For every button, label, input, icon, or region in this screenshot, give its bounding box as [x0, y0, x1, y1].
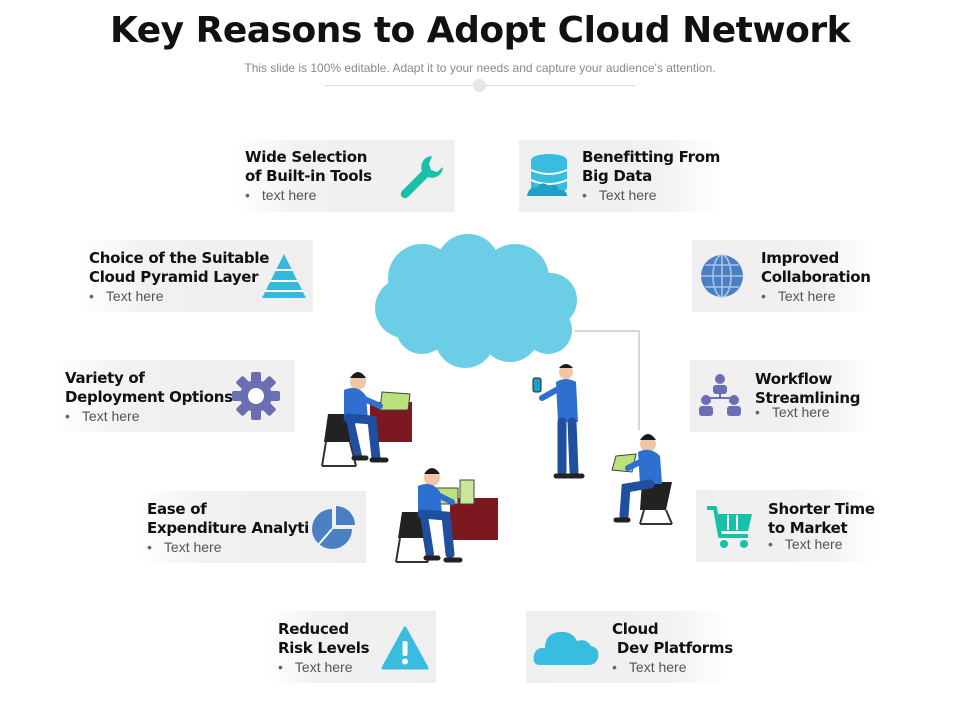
cloud-icon	[533, 631, 599, 665]
card-heading: Wide Selection of Built-in Tools	[245, 148, 372, 185]
card-heading: Benefitting From Big Data	[582, 148, 721, 185]
card-deployment-options: Variety of Deployment Options Text here	[56, 360, 295, 432]
card-heading: Variety of Deployment Options	[65, 369, 233, 406]
card-workflow: Workflow Streamlining Text here	[690, 360, 875, 432]
card-bullet-text: Text here	[755, 404, 830, 420]
card-heading: Cloud Dev Platforms	[612, 620, 733, 657]
person-standing	[532, 364, 585, 479]
card-dev-platforms: Cloud Dev Platforms Text here	[526, 611, 733, 683]
card-bullet-text: Text here	[761, 288, 836, 304]
wrench-icon	[400, 156, 443, 199]
card-heading: Improved Collaboration	[761, 249, 871, 286]
card-expenditure-analytics: Ease of Expenditure Analyti Text here	[138, 491, 366, 563]
card-heading: Ease of Expenditure Analyti	[147, 500, 309, 537]
team-icon	[699, 374, 741, 416]
card-built-in-tools: Wide Selection of Built-in Tools text he…	[236, 140, 455, 212]
card-bullet-text: Text here	[147, 539, 222, 555]
card-heading: Choice of the Suitable Cloud Pyramid Lay…	[89, 249, 270, 286]
globe-icon	[701, 254, 743, 298]
database-icon	[527, 154, 568, 196]
slide-title: Key Reasons to Adopt Cloud Network	[109, 10, 851, 51]
card-heading: Workflow Streamlining	[755, 370, 861, 407]
card-big-data: Benefitting From Big Data Text here	[519, 140, 721, 212]
person-desk-center	[395, 468, 498, 563]
card-pyramid-layer: Choice of the Suitable Cloud Pyramid Lay…	[80, 240, 313, 312]
cart-icon	[707, 506, 752, 548]
central-cloud-illustration	[321, 234, 673, 563]
pie-chart-icon	[312, 506, 355, 549]
slide-subtitle: This slide is 100% editable. Adapt it to…	[244, 61, 716, 75]
card-time-to-market: Shorter Time to Market Text here	[696, 490, 876, 562]
pyramid-icon	[262, 254, 306, 298]
card-bullet-text: Text here	[65, 408, 140, 424]
card-heading: Shorter Time to Market	[768, 500, 875, 537]
big-cloud	[375, 234, 577, 368]
person-desk-left	[321, 372, 412, 467]
card-heading: Reduced Risk Levels	[278, 620, 370, 657]
card-bullet-text: Text here	[612, 659, 687, 675]
gear-icon	[232, 372, 280, 420]
person-seated-tablet	[611, 434, 673, 525]
cloud-connector-line	[575, 330, 640, 430]
card-bullet-text: Text here	[89, 288, 164, 304]
card-bullet-text: Text here	[582, 187, 657, 203]
divider-dot	[473, 79, 486, 92]
card-risk-levels: Reduced Risk Levels Text here	[269, 611, 436, 683]
card-collaboration: Improved Collaboration Text here	[692, 240, 872, 312]
card-bullet-text: Text here	[768, 536, 843, 552]
warning-icon	[381, 626, 429, 670]
card-bullet-text: Text here	[278, 659, 353, 675]
card-bullet-text: text here	[245, 187, 316, 203]
